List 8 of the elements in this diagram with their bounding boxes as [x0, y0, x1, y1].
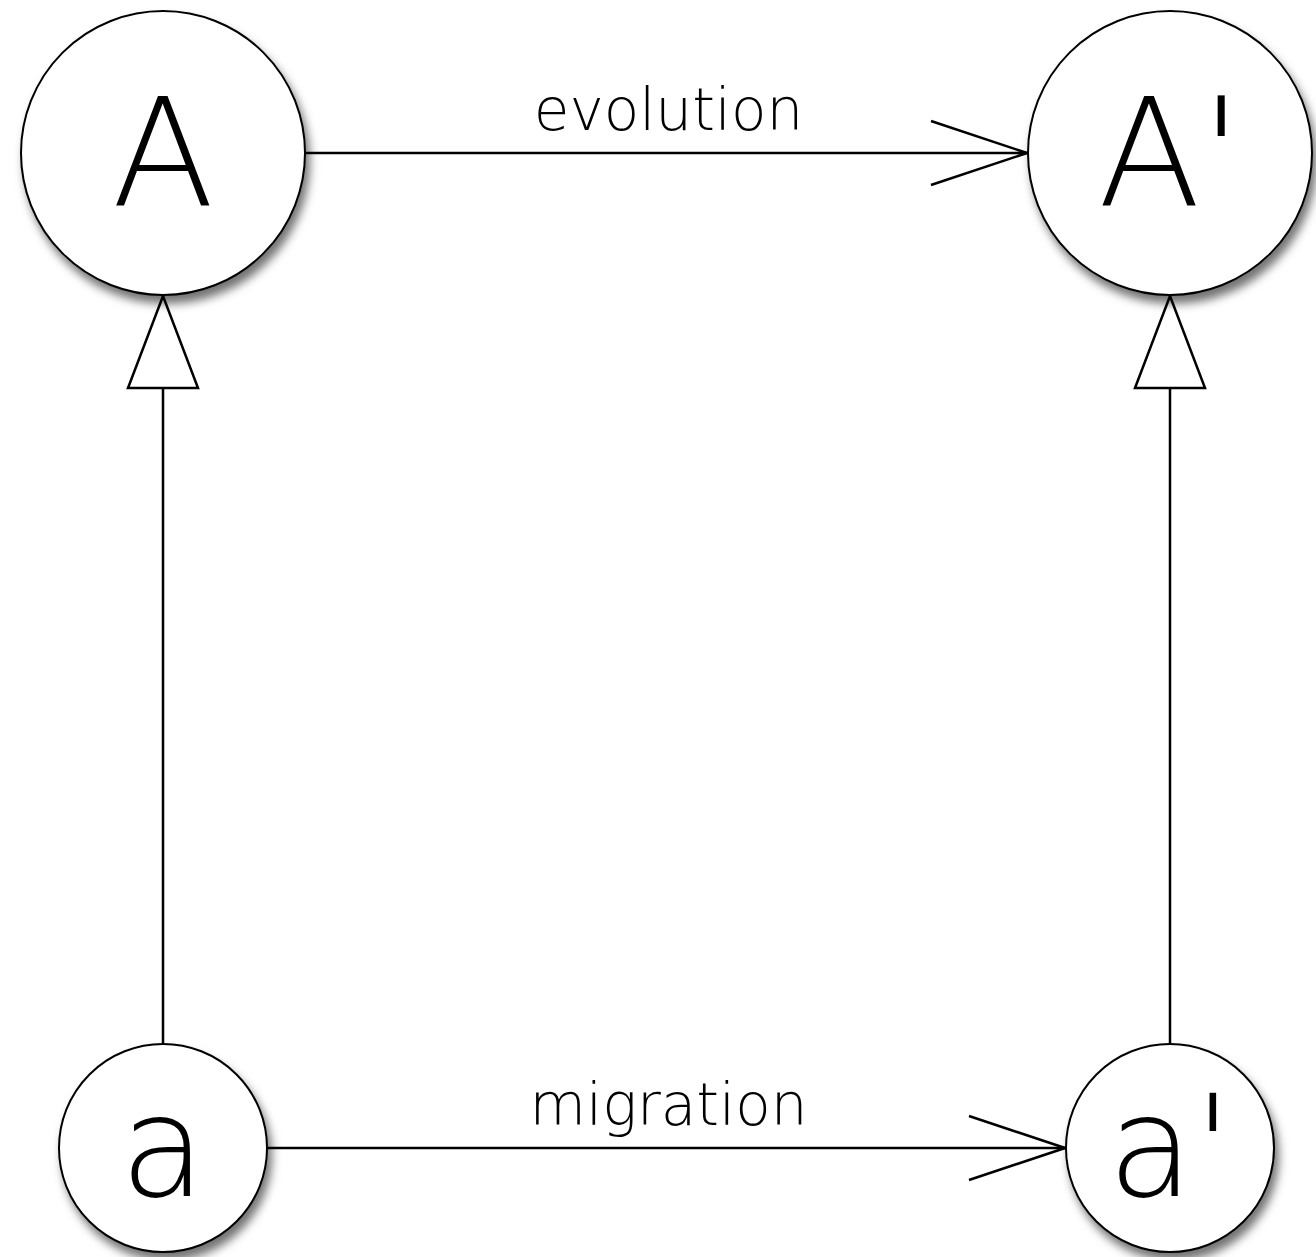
arrow: [126, 294, 200, 1043]
node-label: A: [111, 78, 215, 228]
node-label: a': [1107, 1078, 1233, 1218]
node-label: a: [120, 1078, 206, 1218]
arrow: [306, 119, 1029, 187]
node-label: A': [1098, 78, 1242, 228]
arrow: [1133, 294, 1207, 1043]
arrow: [268, 1114, 1067, 1182]
